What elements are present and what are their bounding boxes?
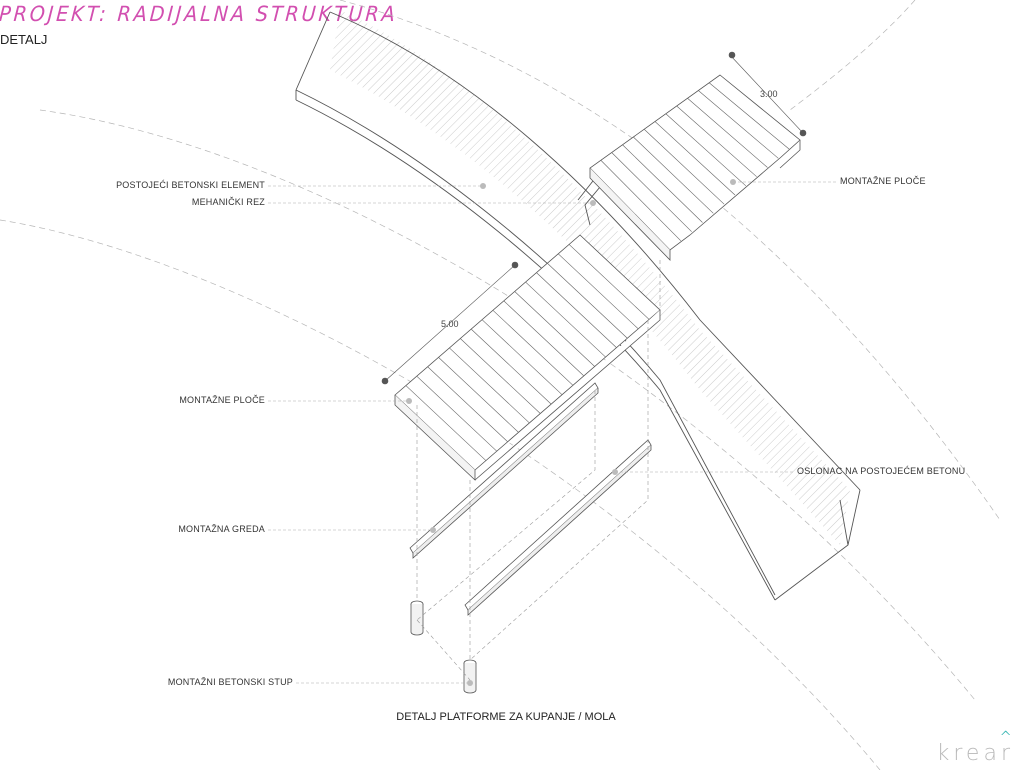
upper-deck-planks [600, 82, 790, 242]
label-existing-concrete: POSTOJEĆI BETONSKI ELEMENT [116, 180, 265, 190]
deck-plank-line [558, 253, 639, 330]
deck-plank-line [449, 347, 530, 424]
deck-plank-line [405, 385, 487, 461]
projection-lines [416, 260, 661, 681]
label-beam: MONTAŽNA GREDA [178, 524, 265, 534]
deck-plank-line [611, 152, 692, 232]
deck-plank-line [633, 136, 714, 214]
deck-plank-line [514, 291, 595, 367]
concrete-column-1 [410, 600, 424, 636]
deck-plank-line [568, 244, 650, 320]
krear-logo: krear ^ [936, 728, 1014, 766]
precast-beam-left [409, 382, 599, 559]
deck-plank-line [665, 113, 747, 187]
deck-plank-line [427, 366, 508, 442]
deck-plank-line [547, 263, 628, 339]
deck-plank-line [503, 300, 585, 377]
label-column: MONTAŽNI BETONSKI STUP [167, 677, 293, 687]
deck-plank-line [525, 281, 606, 358]
concrete-column-2 [463, 659, 477, 694]
deck-plank-line [460, 338, 541, 414]
dimension-length-label: 5.00 [441, 319, 459, 329]
concrete-hatched-band [330, 10, 850, 545]
deck-plank-line [698, 90, 779, 159]
upper-deck [589, 74, 801, 261]
deck-plank-line [600, 160, 682, 242]
deck-plank-line [492, 310, 574, 386]
logo-chevron-icon: ^ [999, 728, 1012, 746]
detail-subtitle: DETALJ [0, 32, 48, 47]
deck-plank-line [622, 144, 703, 223]
deck-plank-line [708, 82, 790, 150]
leader-lines [268, 179, 838, 686]
label-plates-left: MONTAŽNE PLOČE [179, 395, 265, 405]
dimension-width-label: 3.00 [760, 89, 778, 99]
guide-arc-inner [0, 219, 881, 770]
deck-plank-line [536, 272, 617, 348]
dimension-lines [381, 51, 807, 385]
guide-arc-top [339, 0, 1001, 521]
precast-beam-right [464, 439, 652, 616]
lower-deck [394, 234, 661, 481]
deck-plank-line [438, 357, 519, 433]
label-support: OSLONAC NA POSTOJEĆEM BETONU [797, 466, 966, 476]
drawing-caption: DETALJ PLATFORME ZA KUPANJE / MOLA [396, 711, 616, 723]
deck-plank-line [643, 129, 725, 205]
deck-plank-line [416, 375, 497, 452]
guide-arc-right [789, 0, 916, 111]
deck-plank-line [687, 98, 768, 168]
logo-text: krear [936, 741, 1014, 766]
deck-plank-line [654, 121, 736, 196]
deck-plank-line [676, 105, 757, 177]
deck-plank-line [470, 328, 552, 405]
deck-plank-line [481, 319, 563, 395]
label-plates-right: MONTAŽNE PLOČE [840, 176, 926, 186]
label-mechanical-cut: MEHANIČKI REZ [191, 197, 265, 207]
lower-deck-planks [405, 244, 650, 461]
